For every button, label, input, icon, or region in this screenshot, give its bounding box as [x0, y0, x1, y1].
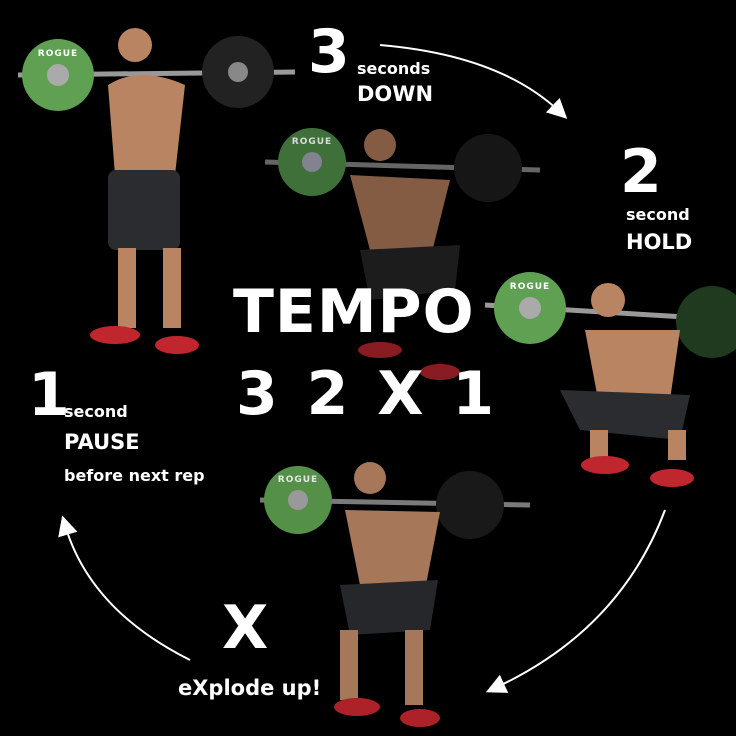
step-hold-unit: second: [626, 205, 690, 224]
step-pause-unit: second: [64, 402, 128, 421]
plate-brand-label: ROGUE: [38, 49, 78, 59]
plate-brand-label: ROGUE: [292, 137, 332, 147]
step-pause-action: PAUSE: [64, 430, 140, 454]
plate-brand-label: ROGUE: [510, 282, 550, 292]
step-down-unit: seconds: [357, 59, 431, 78]
title-tempo: TEMPO: [233, 277, 475, 347]
step-down-action: DOWN: [357, 82, 434, 106]
step-explode-number: X: [222, 593, 269, 663]
arrow-down-phase: [379, 44, 568, 119]
step-pause-note: before next rep: [64, 466, 205, 485]
step-hold-number: 2: [620, 137, 662, 207]
step-explode-action: eXplode up!: [178, 676, 322, 700]
title-tempo-code: 3 2 X 1: [236, 359, 496, 429]
arrow-explode-to-pause: [58, 515, 191, 661]
lifter-rising: ROGUE: [259, 462, 531, 727]
step-down-number: 3: [308, 17, 350, 87]
lifter-bottom-squat: ROGUE: [484, 272, 736, 487]
lifter-standing: ROGUE: [17, 28, 296, 354]
plate-brand-label: ROGUE: [278, 475, 318, 485]
arrow-hold-to-explode: [485, 509, 666, 693]
lifter-descending: ROGUE: [264, 128, 541, 380]
step-hold-action: HOLD: [626, 230, 693, 254]
step-pause-number: 1: [28, 360, 70, 430]
